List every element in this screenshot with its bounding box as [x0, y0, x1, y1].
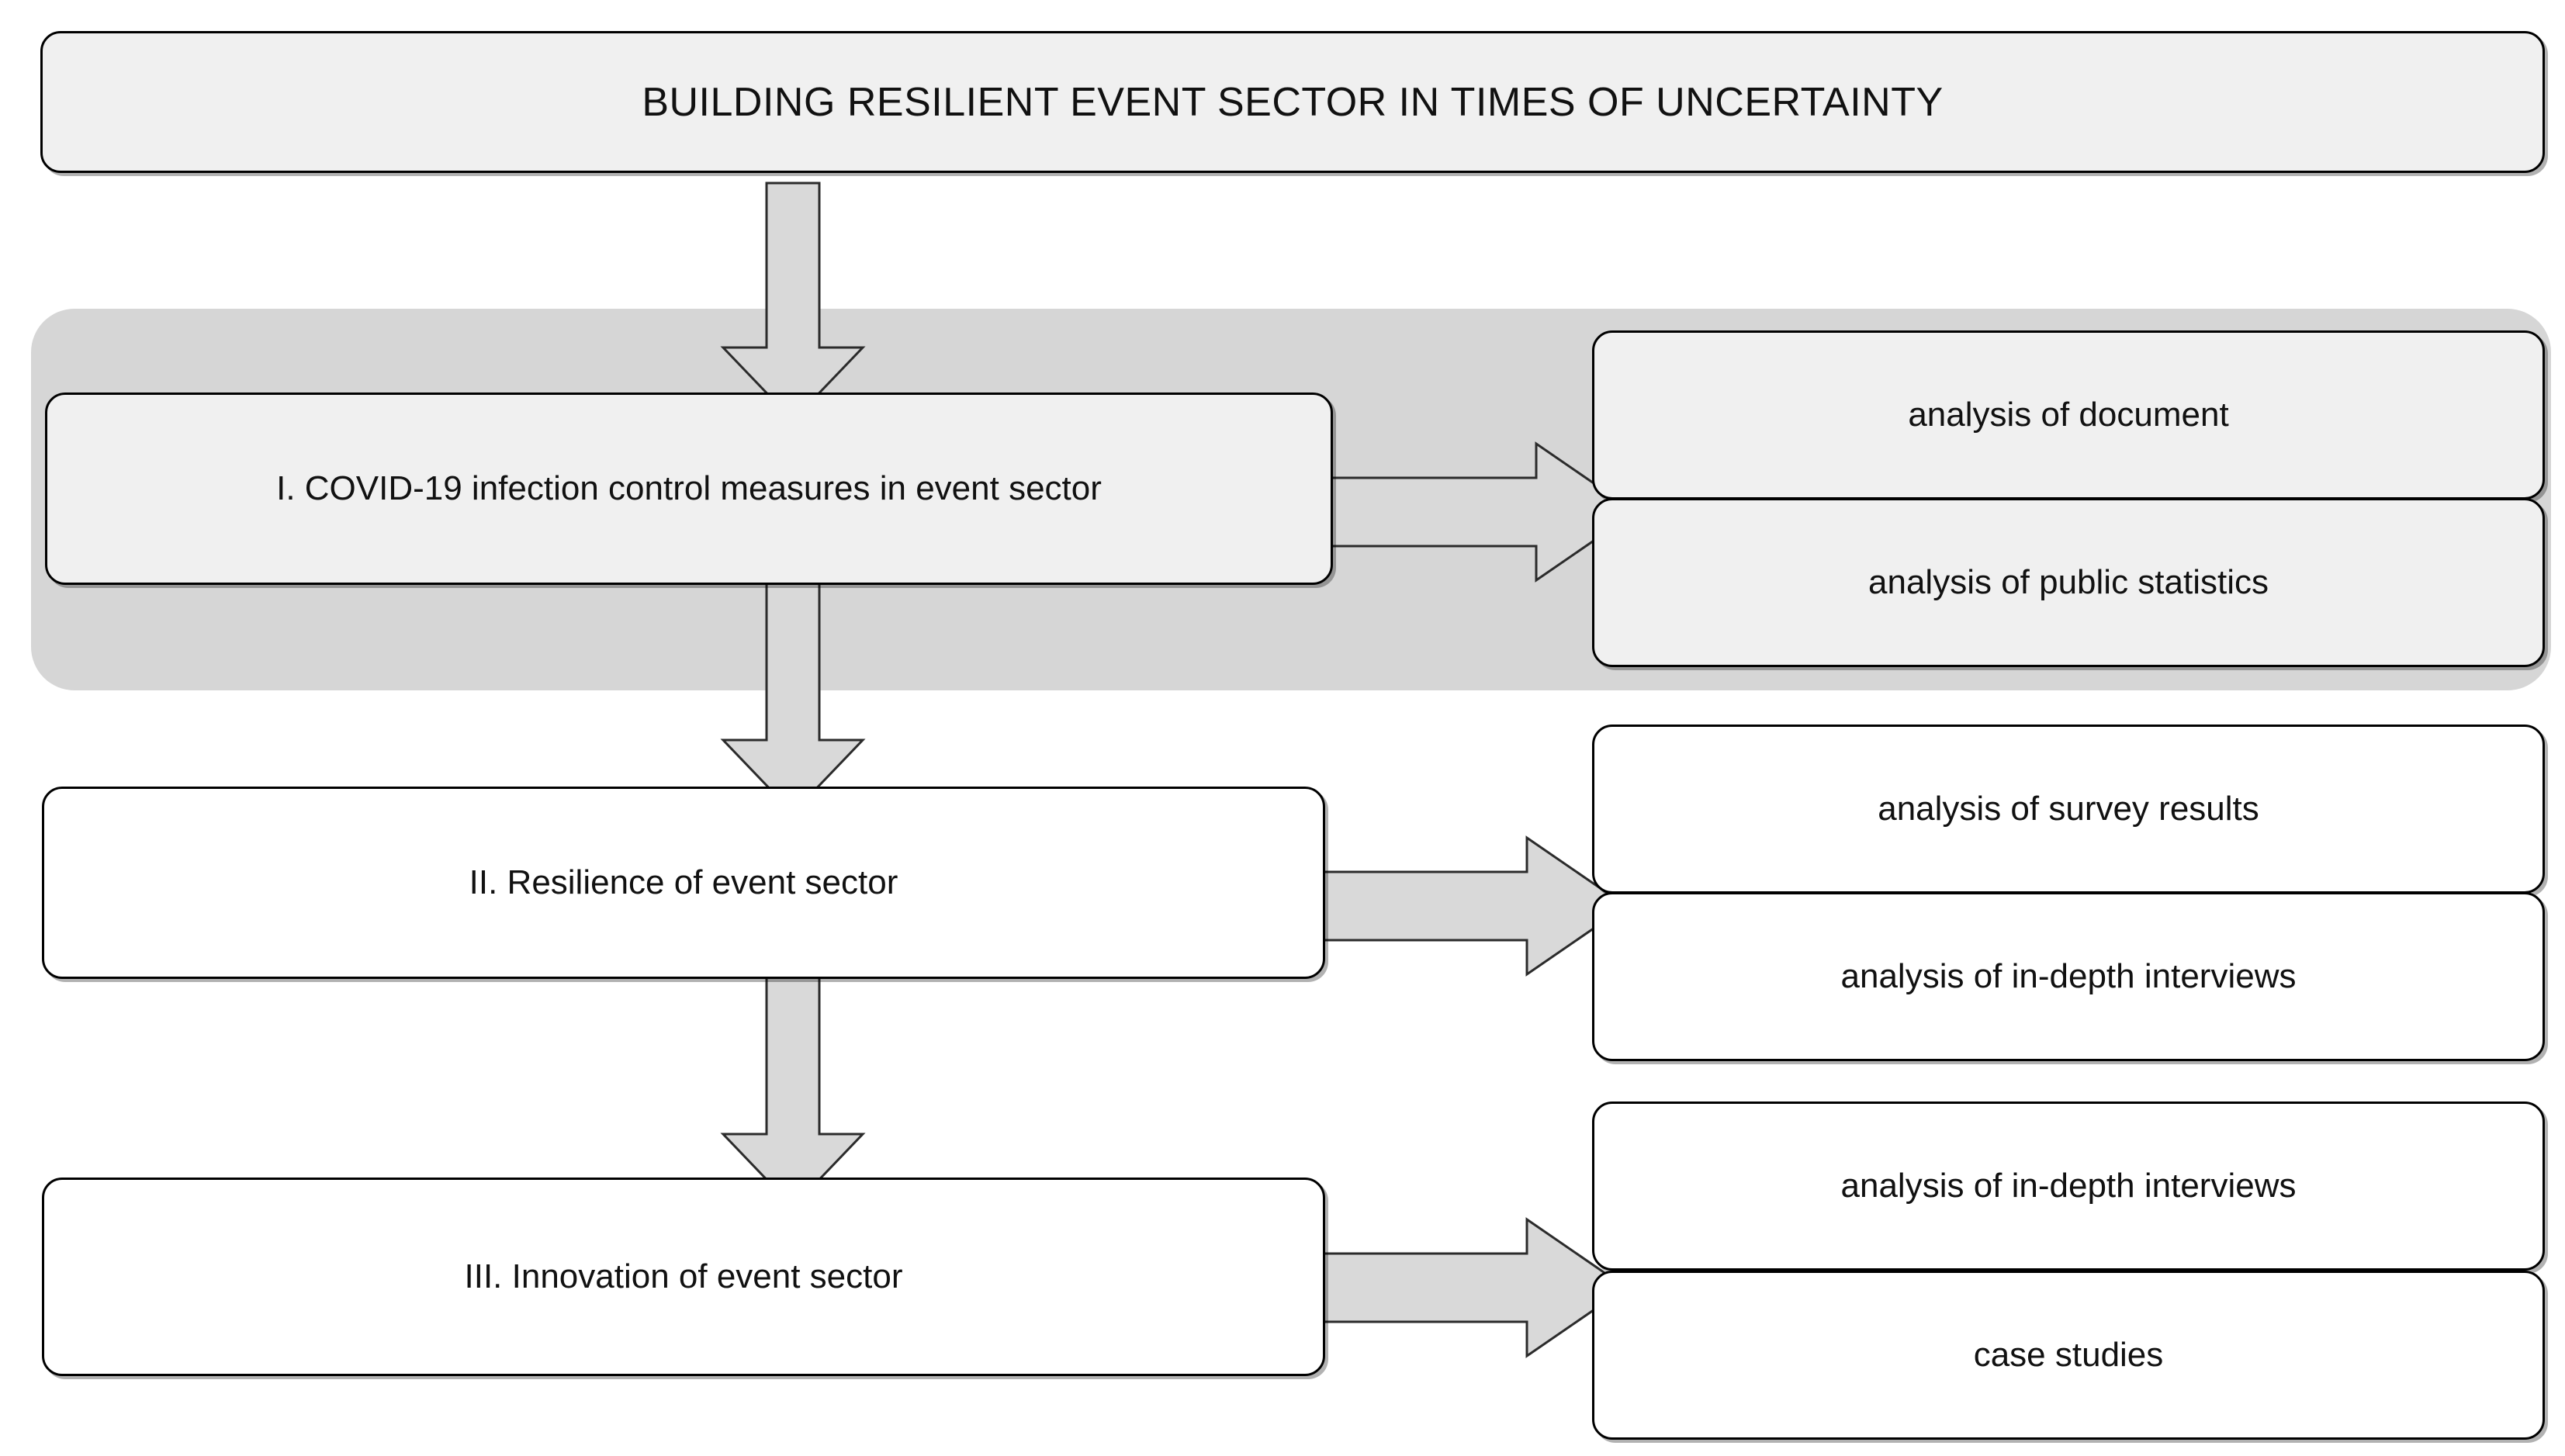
method-box-1-2[interactable]: analysis of public statistics	[1592, 498, 2545, 667]
diagram-title-box: BUILDING RESILIENT EVENT SECTOR IN TIMES…	[40, 31, 2545, 173]
stage-box-2[interactable]: II. Resilience of event sector	[42, 787, 1325, 979]
method-1-2-label: analysis of public statistics	[1868, 563, 2269, 601]
stage-box-1[interactable]: I. COVID-19 infection control measures i…	[45, 393, 1333, 585]
method-box-3-2[interactable]: case studies	[1592, 1271, 2545, 1440]
right-block-arrow-icon-3	[1317, 1217, 1629, 1358]
method-box-2-1[interactable]: analysis of survey results	[1592, 725, 2545, 894]
method-3-2-label: case studies	[1973, 1336, 2164, 1374]
right-block-arrow-icon-2	[1317, 835, 1629, 977]
method-box-3-1[interactable]: analysis of in-depth interviews	[1592, 1102, 2545, 1271]
stage-2-label: II. Resilience of event sector	[469, 863, 898, 901]
right-block-arrow-icon-1	[1327, 441, 1638, 583]
method-2-1-label: analysis of survey results	[1878, 790, 2259, 828]
method-1-1-label: analysis of document	[1908, 396, 2229, 434]
method-3-1-label: analysis of in-depth interviews	[1840, 1167, 2297, 1205]
method-box-2-2[interactable]: analysis of in-depth interviews	[1592, 892, 2545, 1061]
page-title: BUILDING RESILIENT EVENT SECTOR IN TIMES…	[642, 79, 1944, 125]
stage-box-3[interactable]: III. Innovation of event sector	[42, 1178, 1325, 1376]
down-block-arrow-icon-3	[720, 968, 866, 1209]
stage-3-label: III. Innovation of event sector	[464, 1257, 903, 1295]
method-box-1-1[interactable]: analysis of document	[1592, 330, 2545, 500]
method-2-2-label: analysis of in-depth interviews	[1840, 957, 2297, 995]
down-block-arrow-icon-2	[720, 574, 866, 815]
stage-1-label: I. COVID-19 infection control measures i…	[276, 469, 1102, 507]
down-block-arrow-icon-1	[720, 182, 866, 423]
